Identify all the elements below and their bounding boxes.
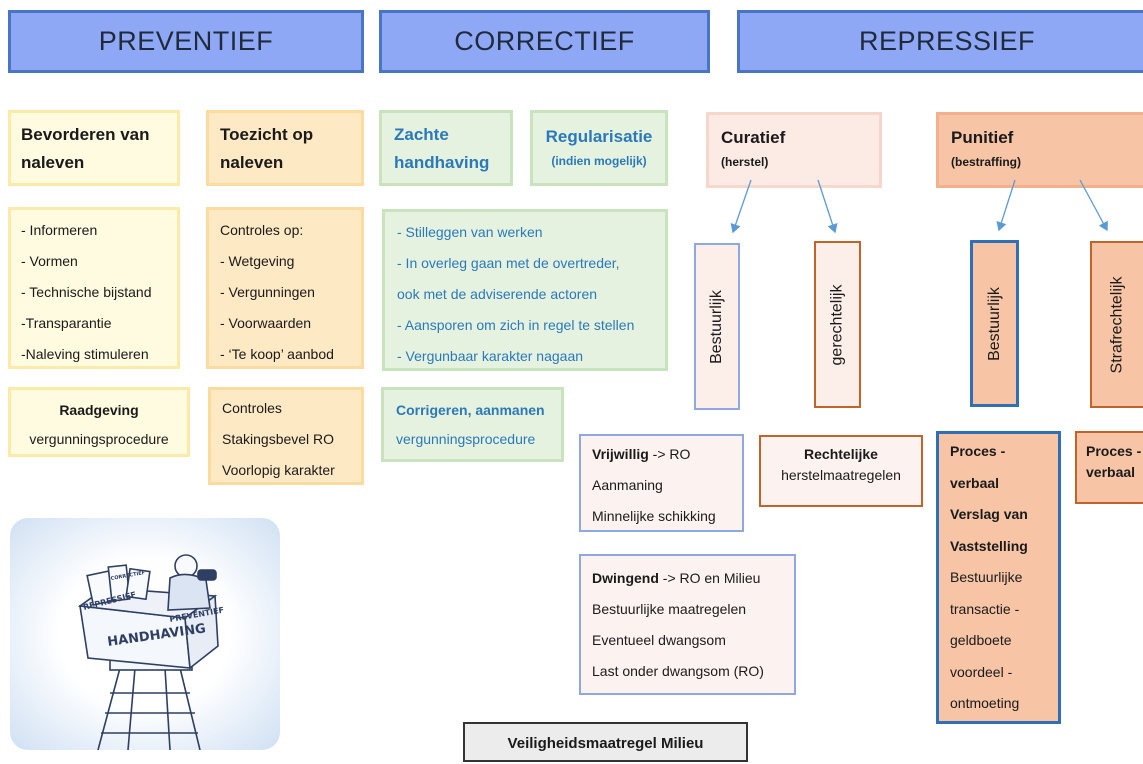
rechtelijke-line1: Rechtelijke <box>804 446 878 462</box>
arrow-curatief-gerechtelijk <box>817 179 838 234</box>
illus-label-correctief: CORRECTIEF <box>110 570 145 582</box>
list-item: - Technische bijstand <box>21 284 152 300</box>
curatief-subtitle: (herstel) <box>721 155 769 169</box>
proces-straf-line2: verbaal <box>1086 464 1136 480</box>
dwingend-rest: -> RO en Milieu <box>658 570 761 586</box>
list-item: - Vormen <box>21 253 78 269</box>
rechtelijke-box: Rechtelijke herstelmaatregelen <box>759 435 923 507</box>
list-item: ontmoeting <box>950 695 1020 711</box>
header-preventief: PREVENTIEF <box>8 10 364 73</box>
list-item: Voorlopig karakter <box>222 462 335 478</box>
proces-straf-line1: Proces - <box>1086 443 1142 459</box>
list-item: transactie - <box>950 600 1020 617</box>
arrow-curatief-bestuurlijk <box>730 179 752 234</box>
header-correctief-label: CORRECTIEF <box>454 26 635 56</box>
correctief-list: - Stilleggen van werken - In overleg gaa… <box>382 209 668 371</box>
watchtower-drawing: REPRESSIEF PREVENTIEF HANDHAVING CORRECT… <box>77 554 225 750</box>
dwingend-heading: Dwingend -> RO en Milieu <box>592 563 783 594</box>
zachte-title-1: Zachte <box>394 125 449 144</box>
list-item: Minnelijke schikking <box>592 508 716 524</box>
list-item: voordeel - <box>950 663 1013 680</box>
punitief-title: Punitief <box>951 128 1014 147</box>
curatief-box: Curatief (herstel) <box>706 112 882 188</box>
vrijwillig-box: Vrijwillig -> RO Aanmaning Minnelijke sc… <box>579 434 744 532</box>
toezicht-box: Toezicht op naleven <box>206 110 364 186</box>
veiligheidsmaatregel-label: Veiligheidsmaatregel Milieu <box>507 735 704 752</box>
list-item: Proces - <box>950 443 1006 459</box>
toezicht-list: Controles op: - Wetgeving - Vergunningen… <box>206 207 364 369</box>
proces-bestuurlijk-box: Proces - verbaal Verslag van Vaststellin… <box>936 431 1061 724</box>
zachte-title-2: handhaving <box>394 153 490 172</box>
punitief-subtitle: (bestraffing) <box>951 155 1021 169</box>
corrigeren-title: Corrigeren, aanmanen <box>396 402 545 418</box>
list-item: - ‘Te koop’ aanbod <box>220 346 334 362</box>
bevorderen-box: Bevorderen van naleven <box>8 110 180 186</box>
curatief-gerechtelijk-box: gerechtelijk <box>814 241 861 408</box>
list-item: ook met de adviserende actoren <box>397 286 598 302</box>
list-item: - Aansporen om zich in regel te stellen <box>397 317 635 333</box>
list-item: verbaal <box>950 474 1000 491</box>
arrow-punitief-bestuurlijk <box>996 179 1016 232</box>
list-item: Verslag van <box>950 506 1028 522</box>
curatief-bestuurlijk-box: Bestuurlijk <box>694 243 740 410</box>
rechtelijke-line2: herstelmaatregelen <box>781 467 901 483</box>
dwingend-bold: Dwingend <box>592 570 659 586</box>
punitief-strafrechtelijk-box: Strafrechtelijk <box>1090 241 1143 408</box>
vrijwillig-bold: Vrijwillig <box>592 446 649 462</box>
corrigeren-box: Corrigeren, aanmanen vergunningsprocedur… <box>381 387 564 462</box>
zachte-handhaving-box: Zachte handhaving <box>379 110 513 186</box>
controles-box: Controles Stakingsbevel RO Voorlopig kar… <box>208 387 364 485</box>
regularisatie-title: Regularisatie <box>545 127 653 146</box>
regularisatie-subtitle: (indien mogelijk) <box>551 154 647 168</box>
bevorderen-title-1: Bevorderen van <box>21 125 150 144</box>
list-item: Stakingsbevel RO <box>222 431 335 447</box>
list-item: Bestuurlijke <box>950 569 1023 585</box>
list-item: Controles <box>222 400 282 416</box>
toezicht-title-2: naleven <box>220 153 284 172</box>
punitief-bestuurlijk-box: Bestuurlijk <box>970 240 1019 407</box>
list-item: Vaststelling <box>950 537 1028 554</box>
vertical-label: Strafrechtelijk <box>1108 276 1126 373</box>
veiligheidsmaatregel-box: Veiligheidsmaatregel Milieu <box>463 722 748 762</box>
list-item: - Wetgeving <box>220 253 295 269</box>
handhaving-illustration: REPRESSIEF PREVENTIEF HANDHAVING CORRECT… <box>10 518 280 750</box>
header-repressief: REPRESSIEF <box>737 10 1143 73</box>
list-item: Eventueel dwangsom <box>592 632 726 648</box>
list-item: - Vergunbaar karakter nagaan <box>397 348 584 364</box>
list-item: - In overleg gaan met de overtreder, <box>397 255 620 271</box>
arrow-punitief-strafrechtelijk <box>1079 179 1108 232</box>
list-item: Controles op: <box>220 222 304 238</box>
vrijwillig-rest: -> RO <box>648 446 691 462</box>
header-correctief: CORRECTIEF <box>379 10 710 73</box>
vertical-label: Bestuurlijk <box>708 289 725 364</box>
punitief-box: Punitief (bestraffing) <box>936 112 1143 188</box>
list-item: - Stilleggen van werken <box>397 224 543 240</box>
list-item: - Voorwaarden <box>220 315 312 331</box>
raadgeving-text: vergunningsprocedure <box>29 431 169 447</box>
header-repressief-label: REPRESSIEF <box>858 26 1036 56</box>
curatief-title: Curatief <box>721 128 786 147</box>
bevorderen-title-2: naleven <box>21 153 85 172</box>
corrigeren-text: vergunningsprocedure <box>396 431 536 447</box>
list-item: Bestuurlijke maatregelen <box>592 601 747 617</box>
raadgeving-title: Raadgeving <box>59 402 139 418</box>
dwingend-box: Dwingend -> RO en Milieu Bestuurlijke ma… <box>579 554 796 695</box>
vrijwillig-heading: Vrijwillig -> RO <box>592 439 731 470</box>
list-item: geldboete <box>950 632 1012 648</box>
proces-straf-box: Proces - verbaal <box>1075 431 1143 504</box>
list-item: Aanmaning <box>592 477 663 493</box>
list-item: - Vergunningen <box>220 284 315 300</box>
list-item: Last onder dwangsom (RO) <box>592 663 764 679</box>
header-preventief-label: PREVENTIEF <box>98 26 274 56</box>
regularisatie-box: Regularisatie (indien mogelijk) <box>530 110 668 186</box>
raadgeving-box: Raadgeving vergunningsprocedure <box>8 387 190 457</box>
toezicht-title-1: Toezicht op <box>220 125 314 144</box>
list-item: -Transparantie <box>21 315 112 331</box>
list-item: -Naleving stimuleren <box>21 346 149 362</box>
bevorderen-list: - Informeren - Vormen - Technische bijst… <box>8 207 180 369</box>
vertical-label: Bestuurlijk <box>985 286 1003 361</box>
list-item: - Informeren <box>21 222 98 238</box>
vertical-label: gerechtelijk <box>828 284 846 365</box>
